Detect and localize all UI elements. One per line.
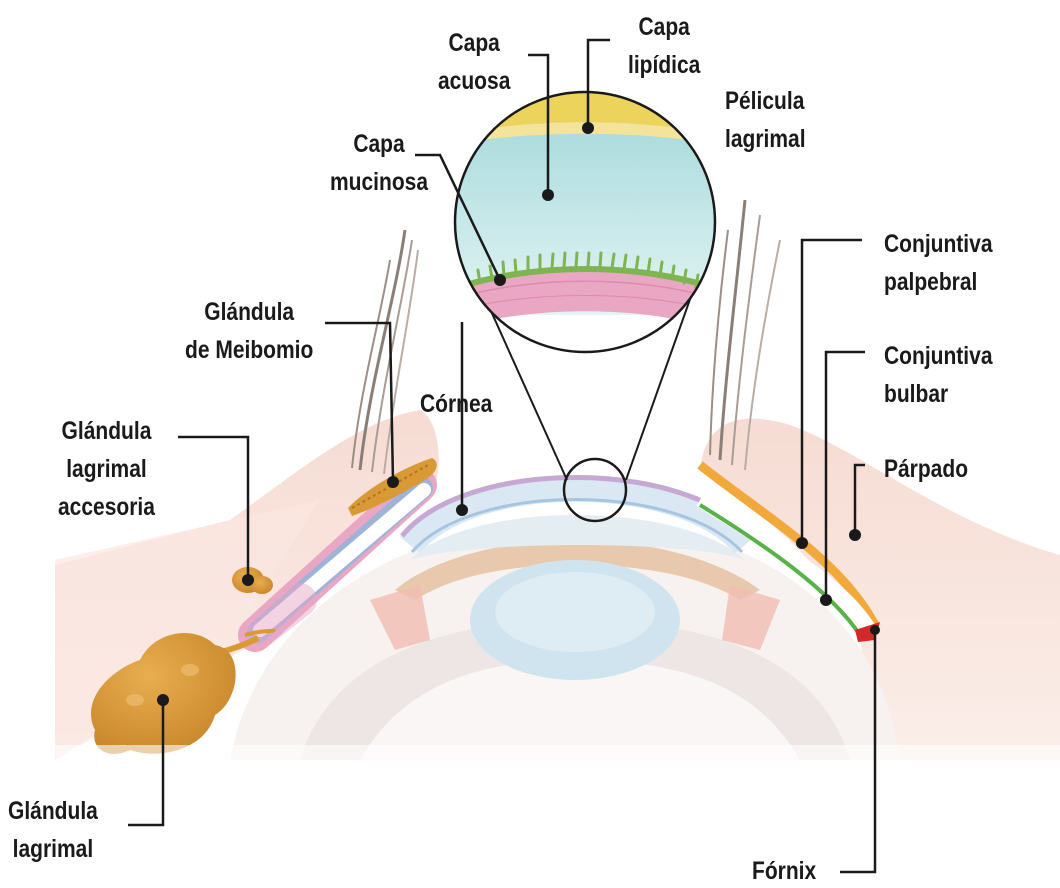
label-eyelid: Párpado: [884, 450, 968, 488]
magnifier: [450, 85, 720, 521]
label-cornea: Córnea: [420, 385, 492, 423]
label-fornix: Fórnix: [752, 852, 816, 888]
